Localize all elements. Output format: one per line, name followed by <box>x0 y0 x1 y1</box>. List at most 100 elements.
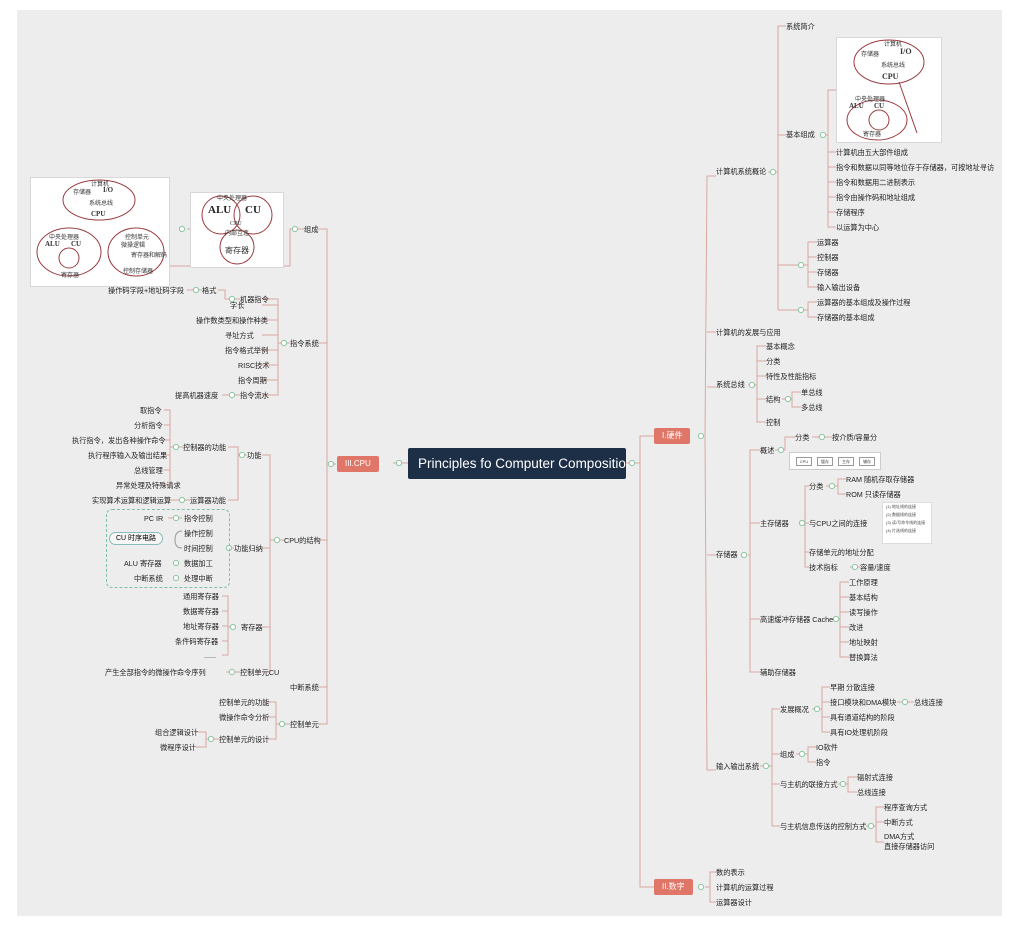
summary-role[interactable]: 指令控制 <box>184 514 213 523</box>
branch-number[interactable]: II.数字 <box>654 879 693 895</box>
register-item[interactable]: 数据寄存器 <box>183 607 219 616</box>
summary-role[interactable]: 数据加工 <box>184 559 213 568</box>
basic-item[interactable]: 计算机由五大部件组成 <box>836 148 908 157</box>
bus-item[interactable]: 基本概念 <box>766 342 795 351</box>
collapse-toggle[interactable] <box>697 432 705 440</box>
collapse-toggle[interactable] <box>229 623 237 631</box>
num-item[interactable]: 数的表示 <box>716 868 745 877</box>
node-cpu-connection[interactable]: 与CPU之间的连接 <box>809 519 868 528</box>
node-format[interactable]: 格式 <box>202 286 217 295</box>
collapse-toggle[interactable] <box>207 735 215 743</box>
collapse-toggle[interactable] <box>777 446 785 454</box>
node-storage[interactable]: 存储器 <box>716 550 738 559</box>
collapse-toggle[interactable] <box>172 443 180 451</box>
collapse-toggle[interactable] <box>748 381 756 389</box>
collapse-toggle[interactable] <box>291 225 299 233</box>
control-item[interactable]: 中断方式 <box>884 818 913 827</box>
collapse-toggle[interactable] <box>395 459 403 467</box>
branch-hardware[interactable]: I.硬件 <box>654 428 691 444</box>
isa-item[interactable]: 指令周期 <box>238 376 267 385</box>
cache-item[interactable]: 工作原理 <box>849 578 878 587</box>
ctrl-item[interactable]: 取指令 <box>140 406 162 415</box>
node-function[interactable]: 功能 <box>247 451 262 460</box>
history-total[interactable]: 总线连接 <box>914 698 943 707</box>
node-main-memory[interactable]: 主存储器 <box>760 519 789 528</box>
collapse-toggle[interactable] <box>192 286 200 294</box>
node-mem-basic[interactable]: 存储器的基本组成 <box>817 313 875 322</box>
collapse-toggle[interactable] <box>901 698 909 706</box>
register-item[interactable]: ...... <box>204 651 216 660</box>
node-basic[interactable]: 基本组成 <box>786 130 815 139</box>
node-pipeline[interactable]: 指令流水 <box>240 391 269 400</box>
isa-item[interactable]: RISC技术 <box>238 361 270 370</box>
history-early[interactable]: 早期 <box>830 683 845 692</box>
basic-item[interactable]: 指令由操作码和地址组成 <box>836 193 916 202</box>
cache-item[interactable]: 改进 <box>849 623 864 632</box>
collapse-toggle[interactable] <box>172 574 180 582</box>
bus-item[interactable]: 控制 <box>766 418 781 427</box>
node-registers[interactable]: 寄存器 <box>241 623 263 632</box>
node-control-unit[interactable]: 控制单元 <box>290 720 319 729</box>
control-item[interactable]: 直接存储器访问 <box>884 842 935 851</box>
node-cpu-compose[interactable]: 组成 <box>304 225 319 234</box>
collapse-toggle[interactable] <box>813 705 821 713</box>
history-item[interactable]: 接口模块和DMA模块 <box>830 698 897 707</box>
ctrl-item[interactable]: 分析指令 <box>134 421 163 430</box>
memory-type[interactable]: RAM 随机存取存储器 <box>846 475 915 484</box>
memory-type[interactable]: ROM 只读存储器 <box>846 490 901 499</box>
node-io-control[interactable]: 与主机信息传送的控制方式 <box>780 822 867 831</box>
collapse-toggle[interactable] <box>797 306 805 314</box>
node-alu-func[interactable]: 运算器功能 <box>190 496 226 505</box>
link-item[interactable]: 总线连接 <box>857 788 886 797</box>
part-item[interactable]: 存储器 <box>817 268 839 277</box>
node-summary[interactable]: 功能归纳 <box>234 544 263 553</box>
collapse-toggle[interactable] <box>225 544 233 552</box>
ctrl-item[interactable]: 执行程序输入及输出结果 <box>88 451 168 460</box>
link-item[interactable]: 辐射式连接 <box>857 773 893 782</box>
collapse-toggle[interactable] <box>762 762 770 770</box>
register-item[interactable]: 地址寄存器 <box>183 622 219 631</box>
node-interrupt[interactable]: 中断系统 <box>290 683 319 692</box>
collapse-toggle[interactable] <box>273 536 281 544</box>
node-io[interactable]: 输入输出系统 <box>716 762 760 771</box>
collapse-toggle[interactable] <box>740 551 748 559</box>
node-cpu-struct[interactable]: CPU的结构 <box>284 536 321 545</box>
summary-source[interactable]: ALU 寄存器 <box>124 559 162 568</box>
node-io-composition[interactable]: 组成 <box>780 750 795 759</box>
control-unit-item[interactable]: 微操作命令分析 <box>219 713 270 722</box>
summary-role[interactable]: 时间控制 <box>184 544 213 553</box>
bus-item[interactable]: 分类 <box>766 357 781 366</box>
control-item[interactable]: 程序查询方式 <box>884 803 928 812</box>
node-alu-proc[interactable]: 运算器的基本组成及操作过程 <box>817 298 911 307</box>
node-aux[interactable]: 辅助存储器 <box>760 668 796 677</box>
bus-item[interactable]: 特性及性能指标 <box>766 372 817 381</box>
collapse-toggle[interactable] <box>628 459 636 467</box>
collapse-toggle[interactable] <box>280 339 288 347</box>
collapse-toggle[interactable] <box>228 295 236 303</box>
cu-timing-node[interactable]: CU 时序电路 <box>109 532 164 545</box>
bus-struct[interactable]: 多总线 <box>801 403 823 412</box>
cu-design-item[interactable]: 组合逻辑设计 <box>155 728 199 737</box>
node-io-history[interactable]: 发展概况 <box>780 705 809 714</box>
bus-struct[interactable]: 单总线 <box>801 388 823 397</box>
bus-item[interactable]: 结构 <box>766 395 781 404</box>
part-item[interactable]: 运算器 <box>817 238 839 247</box>
collapse-toggle[interactable] <box>178 496 186 504</box>
collapse-toggle[interactable] <box>798 519 806 527</box>
collapse-toggle[interactable] <box>172 514 180 522</box>
collapse-toggle[interactable] <box>178 225 186 233</box>
cache-item[interactable]: 地址映射 <box>849 638 878 647</box>
history-item[interactable]: 具有通道结构的阶段 <box>830 713 895 722</box>
collapse-toggle[interactable] <box>697 883 705 891</box>
node-cu-unit[interactable]: 控制单元CU <box>240 668 280 677</box>
collapse-toggle[interactable] <box>851 563 859 571</box>
collapse-toggle[interactable] <box>228 668 236 676</box>
isa-item[interactable]: 寻址方式 <box>225 331 254 340</box>
tech-detail[interactable]: 容量/速度 <box>860 563 891 572</box>
branch-cpu[interactable]: III.CPU <box>337 456 379 472</box>
collapse-toggle[interactable] <box>828 482 836 490</box>
node-machine-instr[interactable]: 机器指令 <box>240 295 269 304</box>
node-development[interactable]: 计算机的发展与应用 <box>716 328 781 337</box>
alu-func-detail[interactable]: 实现算术运算和逻辑运算 <box>92 496 172 505</box>
history-item[interactable]: 具有IO处理机阶段 <box>830 728 888 737</box>
